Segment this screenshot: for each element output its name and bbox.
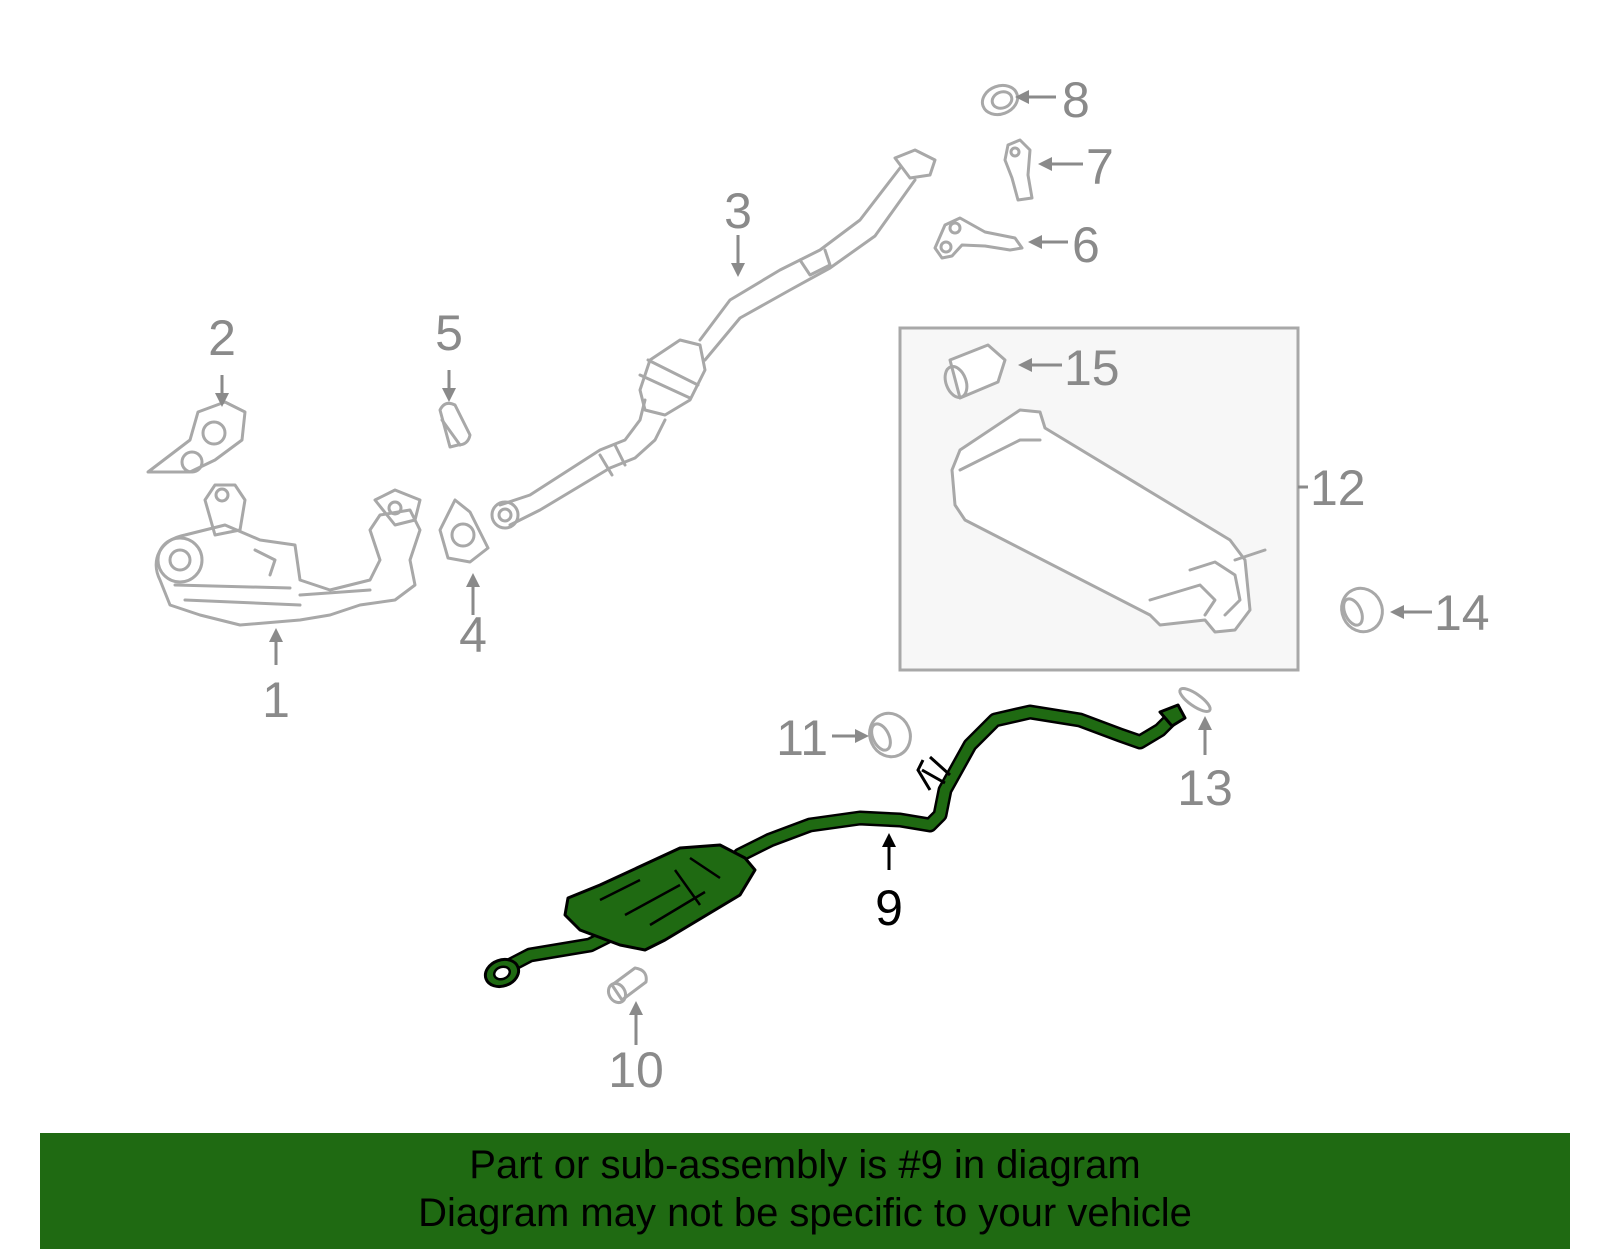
callout-6[interactable]: 6: [1072, 217, 1100, 273]
part-2-manifold-gasket: [146, 400, 247, 474]
callout-10[interactable]: 10: [608, 1042, 664, 1098]
callout-4[interactable]: 4: [459, 607, 487, 663]
callout-13[interactable]: 13: [1177, 760, 1233, 816]
part-13-gasket: [1178, 687, 1212, 713]
part-8-seal-ring: [980, 83, 1020, 117]
callout-7[interactable]: 7: [1086, 139, 1114, 195]
part-1-exhaust-manifold: [154, 483, 422, 627]
footer-banner: Part or sub-assembly is #9 in diagram Di…: [40, 1133, 1570, 1249]
part-6-bracket: [933, 216, 1024, 260]
footer-line-2: Diagram may not be specific to your vehi…: [418, 1191, 1192, 1235]
callout-11[interactable]: 11: [776, 710, 828, 766]
part-3-front-pipe-catalytic-converter: [490, 148, 937, 530]
part-14-rubber-hanger: [1340, 586, 1384, 634]
part-9-center-pipe-resonator: [483, 703, 1187, 989]
callout-8[interactable]: 8: [1062, 72, 1090, 128]
callout-12[interactable]: 12: [1310, 460, 1366, 516]
callout-1[interactable]: 1: [262, 672, 290, 728]
leader-lines: [215, 90, 1432, 1045]
part-4-flange-gasket: [438, 498, 490, 564]
part-12-muffler: [950, 408, 1267, 634]
part-7-hanger-bracket: [1003, 138, 1034, 202]
footer-line-1: Part or sub-assembly is #9 in diagram: [469, 1143, 1141, 1187]
callout-9[interactable]: 9: [875, 880, 903, 936]
callout-5[interactable]: 5: [435, 305, 463, 361]
part-15-exhaust-tip: [943, 343, 1007, 400]
part-10-sleeve: [606, 966, 648, 1005]
part-11-rubber-hanger: [868, 711, 912, 759]
callout-3[interactable]: 3: [724, 183, 752, 239]
callout-2[interactable]: 2: [208, 310, 236, 366]
callout-15[interactable]: 15: [1064, 340, 1120, 396]
callout-labels: 1 2 3 4 5 6 7 8 9 10 11 12 13 14 15: [208, 72, 1490, 1098]
part-5-clamp: [438, 401, 472, 449]
callout-14[interactable]: 14: [1434, 585, 1490, 641]
